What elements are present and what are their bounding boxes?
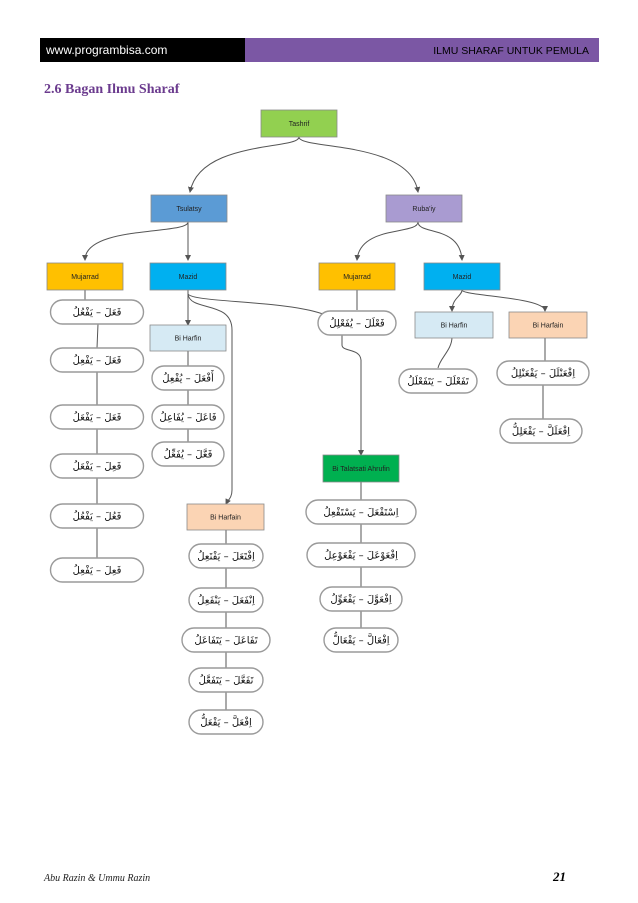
footer-authors: Abu Razin & Ummu Razin — [44, 873, 151, 884]
node-mujarrad-rubaiy-label: Mujarrad — [343, 274, 371, 281]
node-mujarrad-tsulatsy-label: Mujarrad — [71, 274, 99, 281]
connector — [187, 293, 233, 505]
wazan-bi-harfin-tsulatsy-2: فَاعَلَ – يُفَاعِلُ — [151, 404, 225, 430]
node-bi-harfin-tsulatsy: Bi Harfin — [149, 324, 227, 352]
node-bi-harfin-rubaiy-label: Bi Harfin — [441, 323, 468, 330]
wazan-bi-harfin-tsulatsy-3-text: فَعَّلَ – يُفَعِّلُ — [164, 448, 213, 460]
node-bi-harfain-tsulatsy-label: Bi Harfain — [210, 515, 241, 522]
wazan-bi-harfin-rubaiy-1-text: تَفَعْلَلَ – يَتَفَعْلَلُ — [407, 374, 469, 387]
wazan-bi-talatsati-2: اِفْعَوْعَلَ – يَفْعَوْعِلُ — [306, 542, 416, 568]
wazan-bi-talatsati-4: اِفْعَالَّ – يَفْعَالُّ — [323, 627, 399, 653]
wazan-bi-harfain-tsulatsy-1: اِفْتَعَلَ – يَفْتَعِلُ — [188, 543, 264, 569]
header-book-title: ILMU SHARAF UNTUK PEMULA — [245, 38, 599, 62]
wazan-bi-harfain-tsulatsy-4-text: تَفَعَّلَ – يَتَفَعَّلُ — [199, 674, 254, 686]
wazan-bi-harfin-tsulatsy-3: فَعَّلَ – يُفَعِّلُ — [151, 441, 225, 467]
wazan-bi-harfain-tsulatsy-2: اِنْفَعَلَ – يَنْفَعِلُ — [188, 587, 264, 613]
wazan-bi-talatsati-3: اِفْعَوَّلَ – يَفْعَوِّلُ — [319, 586, 403, 612]
wazan-bi-harfin-rubaiy-1: تَفَعْلَلَ – يَتَفَعْلَلُ — [398, 368, 478, 394]
wazan-mujarrad-tsulatsy-6-text: فَعِلَ – يَفْعِلُ — [73, 564, 122, 576]
wazan-bi-harfain-tsulatsy-3: تَفَاعَلَ – يَتَفَاعَلُ — [181, 627, 271, 653]
wazan-bi-harfain-tsulatsy-1-text: اِفْتَعَلَ – يَفْتَعِلُ — [197, 550, 255, 563]
node-bi-harfain-rubaiy-label: Bi Harfain — [533, 323, 564, 330]
wazan-bi-harfain-tsulatsy-2-text: اِنْفَعَلَ – يَنْفَعِلُ — [197, 594, 255, 606]
wazan-bi-talatsati-3-text: اِفْعَوَّلَ – يَفْعَوِّلُ — [330, 593, 391, 606]
node-bi-harfain-tsulatsy: Bi Harfain — [186, 503, 265, 531]
node-rubaiy-label: Ruba'iy — [412, 206, 436, 213]
wazan-mujarrad-rubaiy-1: فَعْلَلَ – يُفَعْلِلُ — [317, 310, 397, 336]
connector — [96, 323, 99, 558]
node-rubaiy: Ruba'iy — [385, 194, 463, 223]
node-tsulatsy: Tsulatsy — [150, 194, 228, 223]
footer-page-number: 21 — [553, 869, 566, 884]
connector — [437, 336, 453, 369]
wazan-bi-talatsati-1: اِسْتَفْعَلَ – يَسْتَفْعِلُ — [305, 499, 417, 525]
wazan-bi-harfain-rubaiy-2: اِفْعَلَلَّ – يَفْعَلِلُّ — [499, 418, 583, 444]
wazan-mujarrad-tsulatsy-2: فَعَلَ – يَفْعِلُ — [49, 347, 145, 373]
header-website: www.programbisa.com — [40, 38, 245, 62]
wazan-bi-harfain-rubaiy-2-text: اِفْعَلَلَّ – يَفْعَلِلُّ — [512, 422, 570, 437]
node-bi-harfin-tsulatsy-label: Bi Harfin — [175, 336, 202, 343]
wazan-bi-harfain-rubaiy-1-text: اِفْعَنْلَلَ – يَفْعَنْلِلُ — [511, 366, 575, 379]
wazan-bi-harfin-tsulatsy-1: أَفْعَلَ – يُفْعِلُ — [151, 365, 225, 391]
node-mazid-tsulatsy-label: Mazid — [179, 274, 198, 281]
node-mujarrad-tsulatsy: Mujarrad — [46, 262, 124, 291]
wazan-mujarrad-tsulatsy-3: فَعَلَ – يَفْعَلُ — [49, 404, 145, 430]
node-mazid-rubaiy-label: Mazid — [453, 274, 472, 281]
wazan-bi-harfain-tsulatsy-3-text: تَفَاعَلَ – يَتَفَاعَلُ — [194, 634, 257, 646]
wazan-bi-talatsati-1-text: اِسْتَفْعَلَ – يَسْتَفْعِلُ — [323, 506, 398, 518]
wazan-mujarrad-tsulatsy-1-text: فَعَلَ – يَفْعُلُ — [73, 306, 122, 318]
node-bi-talatsati: Bi Talatsati Ahrufin — [322, 454, 400, 483]
node-tashrif-label: Tashrif — [289, 121, 310, 128]
wazan-bi-harfin-tsulatsy-2-text: فَاعَلَ – يُفَاعِلُ — [159, 411, 216, 423]
wazan-mujarrad-tsulatsy-2-text: فَعَلَ – يَفْعِلُ — [73, 354, 122, 366]
connector — [298, 136, 421, 193]
section-title: 2.6 Bagan Ilmu Sharaf — [44, 82, 180, 97]
wazan-mujarrad-tsulatsy-5-text: فَعُلَ – يَفْعُلُ — [73, 510, 122, 522]
wazan-bi-talatsati-2-text: اِفْعَوْعَلَ – يَفْعَوْعِلُ — [324, 549, 398, 562]
connector — [188, 136, 300, 193]
wazan-bi-harfain-tsulatsy-5: اِفْعَلَّ – يَفْعَلُّ — [188, 709, 264, 735]
wazan-mujarrad-tsulatsy-3-text: فَعَلَ – يَفْعَلُ — [73, 411, 122, 423]
wazan-mujarrad-rubaiy-1-text: فَعْلَلَ – يُفَعْلِلُ — [329, 316, 385, 329]
node-bi-harfin-rubaiy: Bi Harfin — [414, 311, 494, 339]
node-bi-talatsati-label: Bi Talatsati Ahrufin — [332, 466, 390, 473]
node-mazid-rubaiy: Mazid — [423, 262, 501, 291]
wazan-mujarrad-tsulatsy-5: فَعُلَ – يَفْعُلُ — [49, 503, 145, 529]
node-bi-harfain-rubaiy: Bi Harfain — [508, 311, 588, 339]
wazan-bi-harfain-tsulatsy-4: تَفَعَّلَ – يَتَفَعَّلُ — [188, 667, 264, 693]
wazan-mujarrad-tsulatsy-4: فَعِلَ – يَفْعَلُ — [49, 453, 145, 479]
connector — [461, 289, 548, 312]
node-mujarrad-rubaiy: Mujarrad — [318, 262, 396, 291]
wazan-mujarrad-tsulatsy-4-text: فَعِلَ – يَفْعَلُ — [73, 460, 122, 472]
wazan-mujarrad-tsulatsy-1: فَعَلَ – يَفْعُلُ — [49, 299, 145, 325]
wazan-mujarrad-tsulatsy-6: فَعِلَ – يَفْعِلُ — [49, 557, 145, 583]
connector — [82, 221, 189, 261]
wazan-bi-harfin-tsulatsy-1-text: أَفْعَلَ – يُفْعِلُ — [162, 369, 214, 384]
wazan-bi-talatsati-4-text: اِفْعَالَّ – يَفْعَالُّ — [332, 631, 389, 646]
node-tsulatsy-label: Tsulatsy — [176, 206, 202, 213]
connector — [354, 221, 419, 261]
wazan-bi-harfain-tsulatsy-5-text: اِفْعَلَّ – يَفْعَلُّ — [200, 713, 252, 728]
node-tashrif: Tashrif — [260, 109, 338, 138]
wazan-bi-harfain-rubaiy-1: اِفْعَنْلَلَ – يَفْعَنْلِلُ — [496, 360, 590, 386]
node-mazid-tsulatsy: Mazid — [149, 262, 227, 291]
connector — [417, 221, 465, 261]
connector — [449, 289, 463, 312]
